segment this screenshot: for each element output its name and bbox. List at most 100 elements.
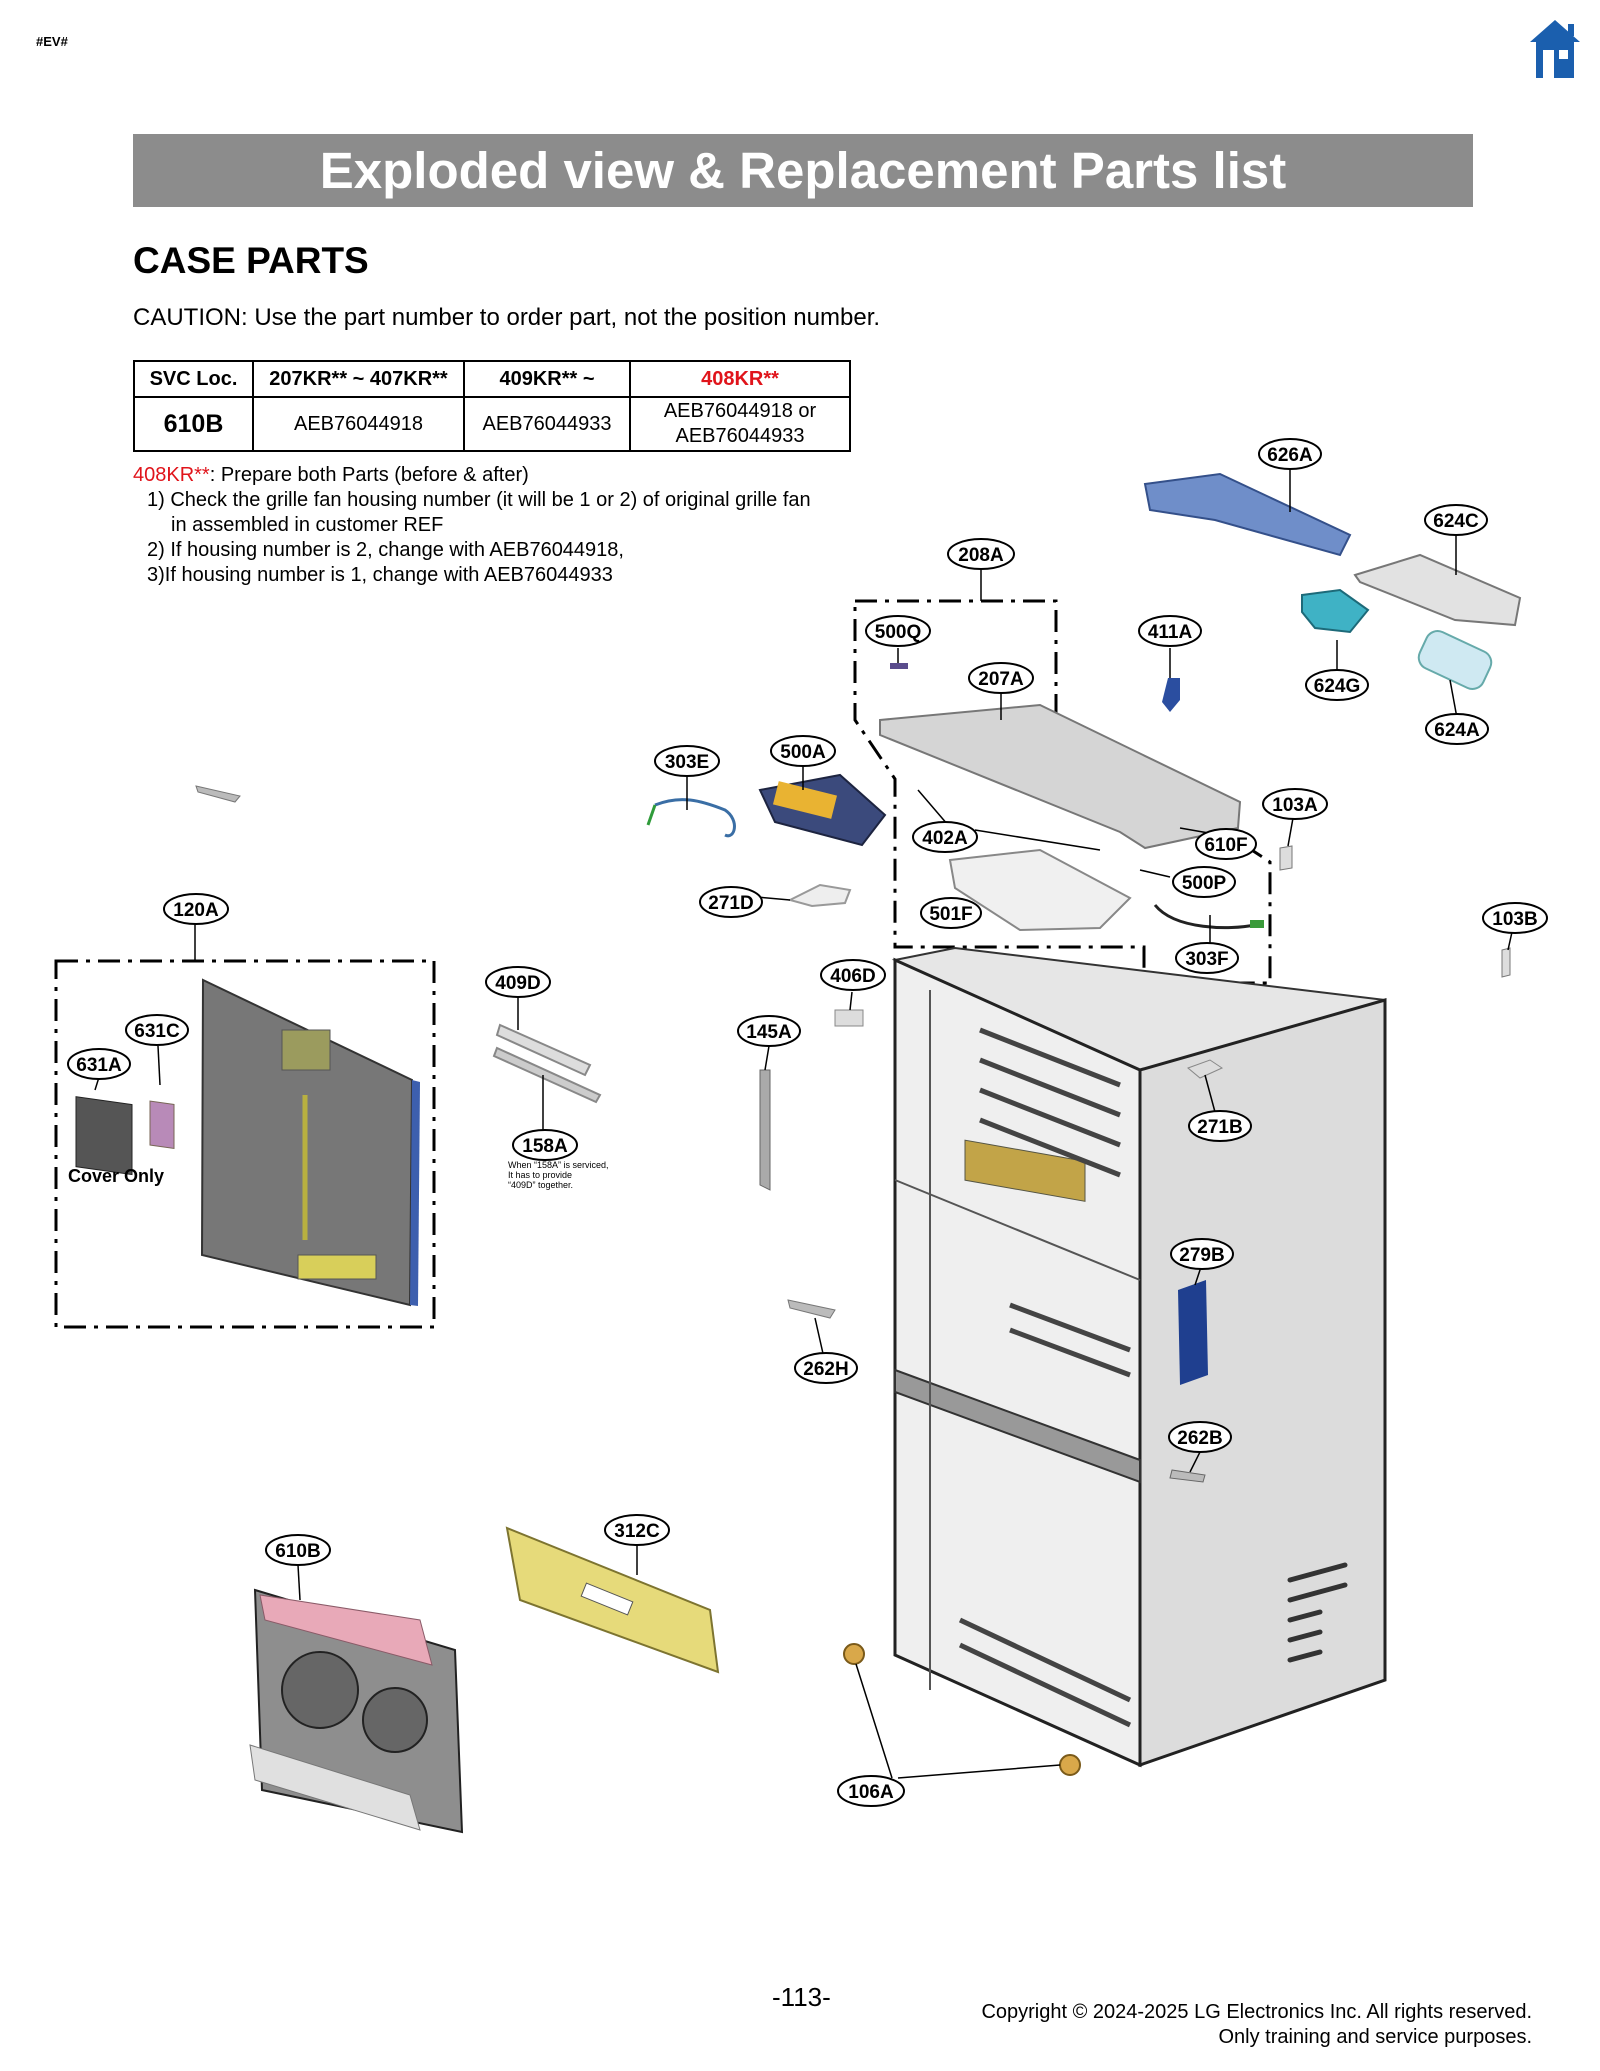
note-158a: When “158A” is serviced, (508, 1160, 609, 1170)
svg-text:279B: 279B (1179, 1245, 1224, 1266)
cover-only-label: Cover Only (68, 1166, 164, 1186)
table-cell: AEB76044933 (463, 396, 631, 452)
purpose-line: Only training and service purposes. (1218, 2026, 1533, 2048)
table-header-row: SVC Loc. 207KR** ~ 407KR** 409KR** ~ 408… (133, 360, 851, 398)
note-158a: It has to provide (508, 1170, 572, 1180)
part-303e (654, 798, 736, 838)
part-610b-bottom (249, 1744, 421, 1831)
svg-text:610B: 610B (275, 1541, 320, 1562)
table-row: 610B AEB76044918 AEB76044933 AEB76044918… (133, 396, 851, 452)
table-cell: 610B (133, 396, 254, 452)
callout-103b: 103B (1482, 902, 1548, 934)
callout-624a: 624A (1425, 713, 1489, 745)
callout-500p: 500P (1172, 866, 1236, 898)
callout-145a: 145A (737, 1015, 801, 1047)
svg-text:624G: 624G (1314, 676, 1360, 697)
callout-406d: 406D (820, 959, 886, 991)
callout-624c: 624C (1424, 504, 1488, 536)
part-158a (492, 1046, 602, 1104)
svg-text:145A: 145A (746, 1022, 792, 1043)
table-header: 409KR** ~ (463, 360, 631, 398)
group-outline-120a (54, 959, 436, 1329)
callout-262h: 262H (794, 1352, 858, 1384)
part-624a (1417, 630, 1493, 690)
part-500a-chips (772, 781, 838, 819)
svc-table: SVC Loc. 207KR** ~ 407KR** 409KR** ~ 408… (133, 360, 851, 452)
svg-text:411A: 411A (1148, 622, 1193, 643)
callout-271d: 271D (699, 886, 763, 918)
part-406d (834, 1009, 864, 1027)
part-501f (948, 848, 1132, 932)
callout-303f: 303F (1175, 942, 1239, 974)
callout-610f: 610F (1195, 828, 1257, 860)
note-step: 2) If housing number is 2, change with A… (147, 539, 624, 561)
copyright-line: Copyright © 2024-2025 LG Electronics Inc… (981, 2001, 1532, 2023)
part-145a (759, 1069, 771, 1191)
note-model: 408KR** (133, 464, 210, 486)
table-header: SVC Loc. (133, 360, 254, 398)
svg-text:271D: 271D (708, 893, 753, 914)
svg-text:106A: 106A (848, 1782, 894, 1803)
part-103b (1501, 947, 1511, 978)
callout-271b: 271B (1188, 1110, 1252, 1142)
svg-text:626A: 626A (1267, 445, 1313, 466)
svg-text:624A: 624A (1434, 720, 1480, 741)
svg-text:631C: 631C (134, 1021, 180, 1042)
callout-500q: 500Q (865, 615, 931, 647)
note-text: : Prepare both Parts (before & after) (209, 464, 529, 486)
part-120a-trim (410, 1080, 420, 1306)
svg-text:207A: 207A (978, 669, 1024, 690)
section-title: CASE PARTS (133, 240, 369, 281)
cabinet-divider (894, 1368, 1141, 1484)
callout-103a: 103A (1262, 788, 1328, 820)
note-158a: “409D” together. (508, 1180, 573, 1190)
callout-500a: 500A (770, 735, 836, 767)
note-step: 3)If housing number is 1, change with AE… (147, 564, 613, 586)
callout-631c: 631C (125, 1014, 189, 1046)
cabinet-inner-edge (894, 990, 1141, 1690)
doc-tag: #EV# (36, 34, 68, 49)
callout-402a: 402A (912, 821, 978, 853)
callout-312c: 312C (604, 1514, 670, 1546)
svg-text:501F: 501F (929, 904, 972, 925)
banner-title: Exploded view & Replacement Parts list (133, 134, 1473, 207)
svg-text:610F: 610F (1204, 835, 1247, 856)
home-icon[interactable] (1528, 18, 1582, 80)
callout-303e: 303E (654, 745, 720, 777)
table-cell-line: AEB76044918 or (663, 400, 817, 422)
part-262b (1169, 1469, 1206, 1483)
part-411a (1162, 678, 1180, 712)
part-106a-foot (1059, 1754, 1081, 1776)
part-631a (75, 1096, 133, 1176)
svg-text:409D: 409D (495, 973, 540, 994)
svg-text:631A: 631A (76, 1055, 122, 1076)
table-cell-line: AEB76044933 (675, 425, 805, 447)
svg-text:402A: 402A (922, 828, 968, 849)
svg-text:312C: 312C (614, 1521, 660, 1542)
part-120a-bracket (281, 1029, 331, 1071)
leader-lines (94, 469, 1513, 1779)
svg-text:262B: 262B (1177, 1428, 1222, 1449)
part-207a (879, 703, 1242, 850)
part-610b-fan (362, 1687, 428, 1753)
part-312c-window (580, 1582, 634, 1616)
part-103a (1279, 845, 1293, 871)
part-120a-handle (297, 1254, 377, 1280)
part-279b (1178, 1280, 1208, 1385)
part-top-module (964, 1139, 1086, 1202)
cabinet-side (1138, 998, 1387, 1768)
callout-610b: 610B (265, 1534, 331, 1566)
callout-624g: 624G (1305, 669, 1369, 701)
callout-411a: 411A (1138, 615, 1202, 647)
note-step: 1) Check the grille fan housing number (… (147, 489, 811, 511)
callout-262b: 262B (1168, 1421, 1232, 1453)
callout-631a: 631A (67, 1048, 131, 1080)
part-262h (787, 1299, 836, 1319)
part-106a-foot (843, 1643, 865, 1665)
table-header: 207KR** ~ 407KR** (252, 360, 465, 398)
note-step: in assembled in customer REF (171, 514, 444, 536)
part-624c (1353, 553, 1522, 627)
part-500q (890, 663, 908, 669)
svg-text:262H: 262H (803, 1359, 848, 1380)
